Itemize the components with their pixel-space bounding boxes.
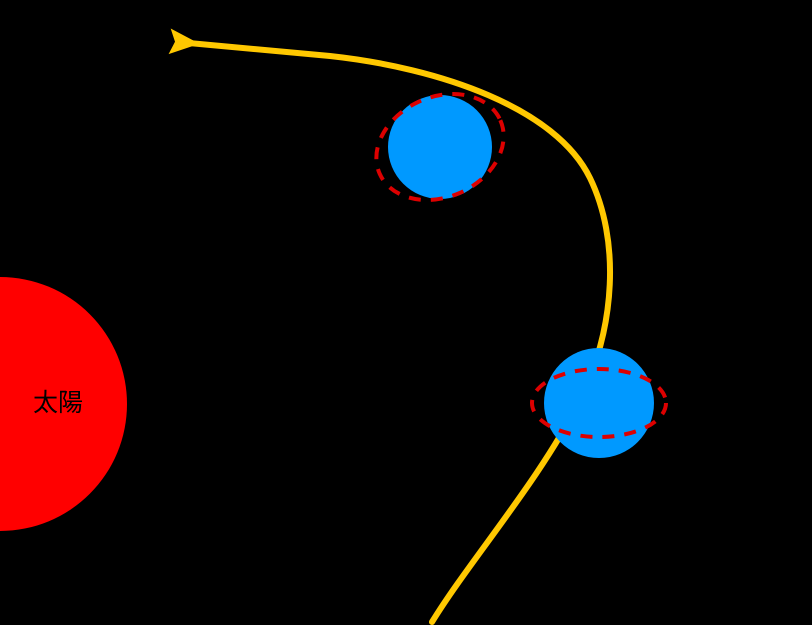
planet-lower-group bbox=[530, 348, 668, 458]
tidal-bulge-lower bbox=[530, 367, 668, 439]
planet-upper-body bbox=[388, 95, 492, 199]
orbit-path bbox=[168, 28, 614, 625]
planet-lower-body bbox=[544, 348, 654, 458]
sun-disc bbox=[0, 277, 127, 531]
orbit-group bbox=[168, 28, 614, 625]
tidal-bulge-upper bbox=[374, 92, 506, 202]
sun-label: 太陽 bbox=[33, 388, 83, 417]
planet-upper-group bbox=[374, 92, 506, 202]
sun-group: 太陽 bbox=[0, 277, 127, 531]
